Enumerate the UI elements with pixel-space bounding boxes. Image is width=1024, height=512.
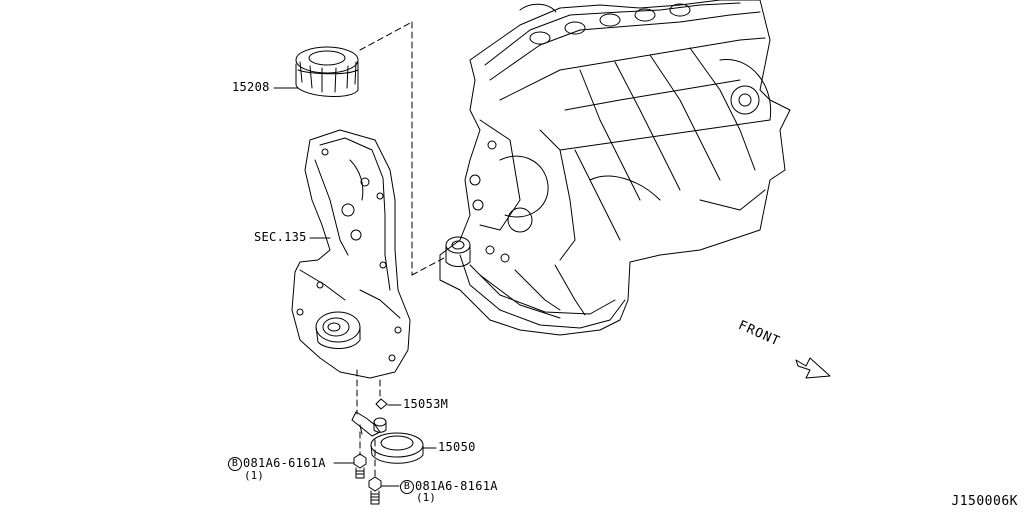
front-arrow-icon <box>795 357 831 379</box>
bolt-1-number: 081A6-6161A <box>243 456 326 470</box>
engine-assembly <box>439 0 791 336</box>
gasket-15053m <box>375 398 388 410</box>
bolt-1-qty: (1) <box>244 469 264 482</box>
label-leaders <box>273 87 437 487</box>
diagram-code: J150006K <box>951 494 1018 509</box>
leader-lines <box>356 21 445 479</box>
label-front-cover-section: SEC.135 <box>254 230 307 244</box>
filter-bracket-15050 <box>351 411 424 464</box>
label-filter-bracket: 15050 <box>438 440 476 454</box>
bolt-081a6-6161a <box>353 453 367 479</box>
bolt-symbol-icon: B <box>228 456 242 471</box>
label-gasket: 15053M <box>403 397 449 411</box>
front-cover-sec135 <box>291 129 411 379</box>
oil-filter-15208 <box>295 46 359 97</box>
bolt-2-qty: (1) <box>416 491 436 504</box>
label-oil-filter: 15208 <box>232 80 270 94</box>
bolt-symbol-icon: B <box>400 479 414 494</box>
bolt-2-number: 081A6-8161A <box>415 479 498 493</box>
bolt-081a6-8161a <box>368 476 382 505</box>
